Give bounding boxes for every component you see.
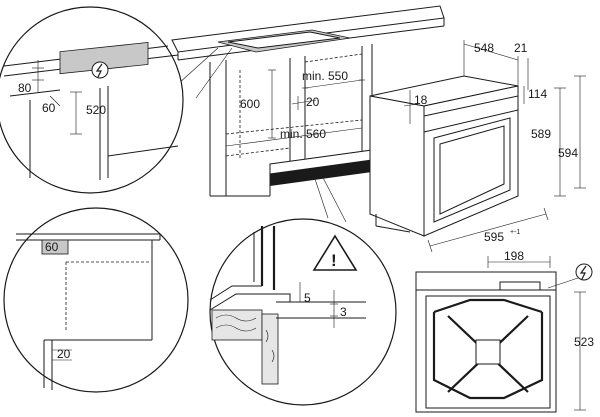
dim-20-bottom-label: 20 — [57, 347, 71, 361]
warning-triangle-icon: ! — [312, 234, 358, 271]
dim-20-niche-label: 20 — [306, 95, 320, 109]
dim-523-label: 523 — [574, 335, 594, 349]
detail-circle-top-left: 80 60 520 — [0, 6, 184, 194]
dim-198-label: 198 — [504, 249, 524, 263]
dim-548-label: 548 — [474, 41, 494, 55]
warning-mark: ! — [331, 251, 337, 270]
dim-80-label: 80 — [18, 81, 32, 95]
dim-21-label: 21 — [514, 41, 528, 55]
dim-60-top-label: 60 — [42, 101, 56, 115]
dim-595-label: 595 — [484, 230, 504, 244]
dim-min-560-label: min. 560 — [280, 127, 326, 141]
dim-520-label: 520 — [86, 103, 106, 117]
dim-114-label: 114 — [528, 87, 547, 101]
dim-60-box-label: 60 — [45, 240, 59, 254]
oven-front-view: 198 523 — [415, 249, 594, 413]
oven-drawing: 548 21 114 18 589 594 595 +-1 — [369, 40, 586, 253]
oven-rack-grid — [432, 298, 544, 400]
dim-595-tolerance-label: +-1 — [510, 229, 520, 236]
dim-5-label: 5 — [304, 291, 311, 305]
power-plug-icon — [91, 61, 109, 79]
dim-600-label: 600 — [240, 97, 260, 111]
detail-circle-bottom-middle: ! 5 3 — [209, 218, 397, 406]
dim-18-label: 18 — [414, 93, 428, 107]
detail-circle-bottom-left: 60 20 — [3, 207, 189, 393]
dim-594-label: 594 — [558, 146, 578, 160]
dim-min-550-label: min. 550 — [302, 69, 348, 83]
kitchen-cabinet-drawing: min. 550 600 20 min. 560 — [171, 5, 445, 197]
power-plug-icon — [575, 263, 593, 281]
dim-3-label: 3 — [340, 305, 347, 319]
dim-589-label: 589 — [531, 127, 551, 141]
